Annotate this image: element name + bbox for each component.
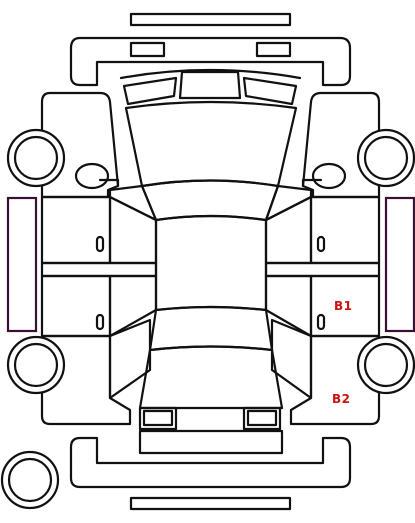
left-front-pillar-strip[interactable] xyxy=(108,184,158,222)
rear-bumper[interactable] xyxy=(69,436,352,489)
front-bumper[interactable] xyxy=(69,36,352,87)
damage-marker-b2[interactable]: B2 xyxy=(332,392,351,406)
front-left-hub xyxy=(13,135,59,181)
rear-bumper-strip[interactable] xyxy=(129,496,292,511)
right-front-fender[interactable] xyxy=(301,91,381,199)
rear-panel[interactable] xyxy=(138,429,284,455)
hood[interactable] xyxy=(124,100,298,188)
left-rear-fender[interactable] xyxy=(40,334,132,426)
right-sill-strip[interactable] xyxy=(264,261,381,278)
right-side-panel[interactable] xyxy=(384,196,415,333)
right-mirror-arm xyxy=(301,178,323,188)
left-taillight-lens xyxy=(142,409,174,427)
right-rear-fender[interactable] xyxy=(289,334,381,426)
right-rear-handle[interactable] xyxy=(316,313,326,331)
left-b-pillar[interactable] xyxy=(108,274,158,338)
right-mirror[interactable] xyxy=(311,162,347,190)
right-front-handle[interactable] xyxy=(316,235,326,253)
windshield[interactable] xyxy=(140,179,280,222)
left-rear-handle[interactable] xyxy=(95,313,105,331)
right-a-pillar[interactable] xyxy=(264,195,313,265)
rear-left-hub xyxy=(13,342,59,388)
left-rear-door[interactable] xyxy=(40,274,112,338)
left-mirror-arm xyxy=(98,178,120,188)
left-front-door[interactable] xyxy=(40,195,112,265)
right-taillight[interactable] xyxy=(242,406,282,431)
left-headlight[interactable] xyxy=(129,41,166,58)
grille-left[interactable] xyxy=(122,76,178,106)
left-mirror[interactable] xyxy=(74,162,110,190)
front-bumper-strip[interactable] xyxy=(129,12,292,27)
right-front-pillar-strip[interactable] xyxy=(264,184,313,222)
left-side-panel[interactable] xyxy=(6,196,38,333)
left-a-pillar[interactable] xyxy=(108,195,158,265)
grille-center[interactable] xyxy=(178,70,242,100)
left-taillight[interactable] xyxy=(138,406,178,431)
damage-marker-b1[interactable]: B1 xyxy=(334,299,353,313)
right-front-door[interactable] xyxy=(309,195,381,265)
left-front-handle[interactable] xyxy=(95,235,105,253)
rear-window[interactable] xyxy=(148,305,274,352)
roof[interactable] xyxy=(154,214,268,312)
right-taillight-lens xyxy=(246,409,278,427)
grille-right[interactable] xyxy=(242,76,298,106)
right-b-pillar[interactable] xyxy=(264,274,313,338)
left-sill-strip[interactable] xyxy=(40,261,158,278)
spare-hub xyxy=(7,457,53,503)
trunk[interactable] xyxy=(138,345,284,410)
front-right-hub xyxy=(363,135,409,181)
right-headlight[interactable] xyxy=(255,41,292,58)
left-front-fender[interactable] xyxy=(40,91,120,199)
rear-right-hub xyxy=(363,342,409,388)
hood-front-edge[interactable] xyxy=(119,68,302,80)
